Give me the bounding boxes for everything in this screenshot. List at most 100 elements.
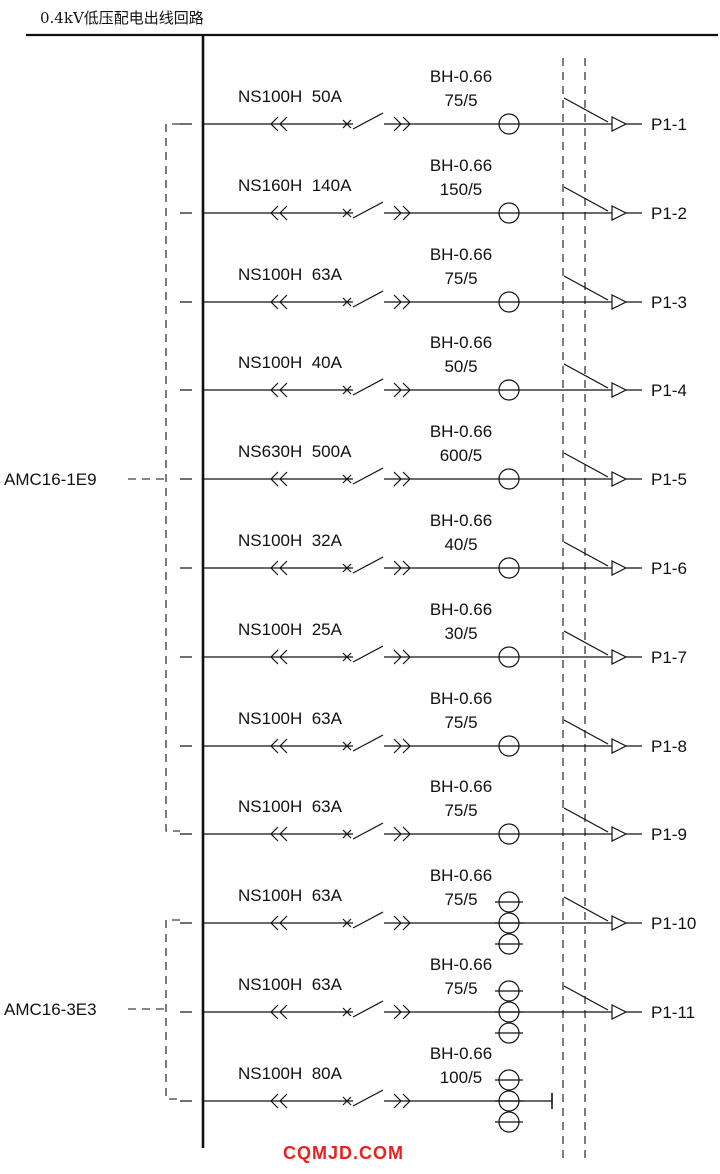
meter-1-label: AMC16-1E9 (4, 470, 97, 489)
current-transformer-icon (498, 557, 520, 579)
drawout-contact-icon (270, 738, 288, 754)
output-label: P1-10 (651, 914, 696, 933)
current-transformer-icon (498, 113, 520, 135)
current-transformer-icon (498, 202, 520, 224)
ct-model-label: BH-0.66 (430, 422, 492, 441)
ct-model-label: BH-0.66 (430, 67, 492, 86)
drawout-contact-icon (393, 116, 411, 132)
output-label: P1-3 (651, 293, 687, 312)
diagram-title: 0.4kV低压配电出线回路 (40, 9, 204, 27)
output-switch-icon (563, 275, 609, 301)
drawout-contact-icon (393, 382, 411, 398)
output-terminal-icon (611, 915, 642, 931)
output-terminal-icon (611, 1004, 642, 1020)
meter-2-bracket (165, 919, 180, 1100)
drawout-contact-icon (270, 560, 288, 576)
output-label: P1-7 (651, 648, 687, 667)
output-terminal-icon (611, 826, 642, 842)
breaker-label: NS100H 25A (238, 620, 343, 639)
current-transformer-icon (498, 379, 520, 401)
current-transformer-icon (498, 823, 520, 845)
breaker-blade-icon (352, 645, 384, 663)
output-label: P1-5 (651, 470, 687, 489)
breaker-blade-icon (352, 201, 384, 219)
output-terminal-icon (611, 471, 642, 487)
breaker-cross-icon (342, 829, 352, 839)
output-label: P1-9 (651, 825, 687, 844)
ct-model-label: BH-0.66 (430, 866, 492, 885)
breaker-label: NS100H 63A (238, 886, 343, 905)
drawout-contact-icon (270, 1093, 288, 1109)
output-terminal-icon (611, 205, 642, 221)
drawout-contact-icon (393, 738, 411, 754)
output-terminal-icon (611, 294, 642, 310)
drawout-contact-icon (393, 294, 411, 310)
breaker-label: NS100H 63A (238, 975, 343, 994)
ct-ratio-label: 50/5 (444, 357, 477, 376)
ct-ratio-label: 600/5 (440, 446, 483, 465)
output-label: P1-4 (651, 381, 687, 400)
breaker-blade-icon (352, 467, 384, 485)
ct-model-label: BH-0.66 (430, 689, 492, 708)
ct-model-label: BH-0.66 (430, 156, 492, 175)
output-label: P1-6 (651, 559, 687, 578)
ct-ratio-label: 100/5 (440, 1068, 483, 1087)
ct-model-label: BH-0.66 (430, 777, 492, 796)
ct-ratio-label: 30/5 (444, 624, 477, 643)
breaker-blade-icon (352, 290, 384, 308)
ct-ratio-label: 150/5 (440, 180, 483, 199)
breaker-label: NS100H 80A (238, 1064, 343, 1083)
circuit-row: P1-10 NS100H 63A BH-0.66 75/5 (180, 866, 696, 955)
ct-model-label: BH-0.66 (430, 1044, 492, 1063)
ct-ratio-label: 75/5 (444, 269, 477, 288)
breaker-blade-icon (352, 556, 384, 574)
drawout-contact-icon (270, 116, 288, 132)
output-switch-icon (563, 719, 609, 745)
ct-model-label: BH-0.66 (430, 245, 492, 264)
breaker-blade-icon (352, 1089, 384, 1107)
drawout-contact-icon (393, 560, 411, 576)
drawout-contact-icon (393, 205, 411, 221)
breaker-cross-icon (342, 1007, 352, 1017)
output-label: P1-1 (651, 115, 687, 134)
breaker-cross-icon (342, 119, 352, 129)
breaker-cross-icon (342, 474, 352, 484)
ct-ratio-label: 75/5 (444, 713, 477, 732)
output-terminal-icon (611, 649, 642, 665)
breaker-blade-icon (352, 734, 384, 752)
breaker-label: NS100H 40A (238, 353, 343, 372)
ct-ratio-label: 75/5 (444, 979, 477, 998)
drawout-contact-icon (270, 471, 288, 487)
output-label: P1-8 (651, 737, 687, 756)
output-switch-icon (563, 186, 609, 212)
drawout-contact-icon (270, 826, 288, 842)
ct-ratio-label: 75/5 (444, 890, 477, 909)
output-label: P1-2 (651, 204, 687, 223)
output-switch-icon (563, 807, 609, 833)
drawout-contact-icon (393, 1093, 411, 1109)
watermark: CQMJD.COM (283, 1143, 404, 1163)
breaker-cross-icon (342, 563, 352, 573)
breaker-cross-icon (342, 918, 352, 928)
drawout-contact-icon (393, 471, 411, 487)
breaker-cross-icon (342, 741, 352, 751)
output-terminal-icon (611, 738, 642, 754)
drawout-contact-icon (393, 1004, 411, 1020)
current-transformer-icon (498, 468, 520, 490)
breaker-blade-icon (352, 378, 384, 396)
breaker-cross-icon (342, 385, 352, 395)
ct-model-label: BH-0.66 (430, 955, 492, 974)
output-switch-icon (563, 452, 609, 478)
breaker-blade-icon (352, 112, 384, 130)
ct-ratio-label: 75/5 (444, 91, 477, 110)
output-switch-icon (563, 630, 609, 656)
drawout-contact-icon (393, 649, 411, 665)
breaker-blade-icon (352, 1000, 384, 1018)
